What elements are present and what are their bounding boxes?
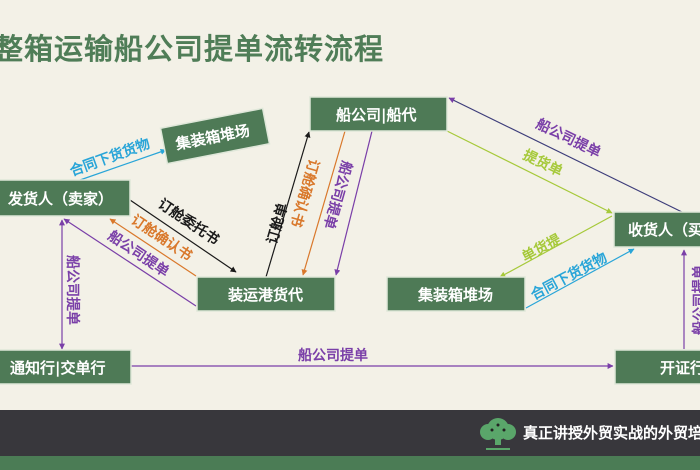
label-bl-bank-to-bank: 船公司提单: [298, 347, 368, 364]
flow-diagram: 合同下货货物 订舱委托书 订舱确认书 船公司提单 订舱单 订舱确认书 船公司提单…: [0, 96, 700, 385]
arrow-booking-confirm-to-shipper: [109, 218, 197, 277]
tree-logo-icon: [480, 418, 516, 450]
arrow-bl-consignee-carrier: [448, 97, 683, 213]
node-forwarder: 装运港货代: [196, 276, 336, 312]
arrow-booking-note: [265, 131, 311, 278]
footer-slogan: 真正讲授外贸实战的外贸培训: [523, 424, 700, 442]
node-notify-bank: 通知行|交单行: [0, 349, 132, 385]
svg-text:发货人（卖家）: 发货人（卖家）: [7, 190, 113, 208]
footer: 真正讲授外贸实战的外贸培训: [0, 410, 700, 456]
node-consignee: 收货人（买家）: [613, 211, 700, 248]
label-delivery-order-to-yard: 单货提: [519, 230, 565, 265]
svg-text:开证行: 开证行: [660, 359, 700, 377]
node-yard-origin: 集装箱堆场: [159, 107, 271, 165]
svg-text:集装箱堆场: 集装箱堆场: [417, 286, 493, 304]
node-shipper: 发货人（卖家）: [0, 179, 131, 217]
label-booking-confirm-from-carrier: 订舱确认书: [287, 157, 323, 229]
label-shipper-to-yard: 合同下货货物: [68, 135, 153, 180]
arrow-shipper-to-yard: [79, 148, 167, 181]
footer-bar: [0, 456, 700, 470]
node-yard-dest: 集装箱堆场: [386, 276, 526, 312]
arrow-yard-to-consignee: [525, 248, 635, 309]
svg-text:通知行|交单行: 通知行|交单行: [10, 359, 105, 378]
node-carrier: 船公司|船代: [309, 96, 448, 132]
arrow-bl-to-shipper: [63, 218, 197, 307]
arrow-bl-from-carrier: [334, 130, 373, 276]
page-title: 整箱运输船公司提单流转流程: [0, 32, 385, 66]
svg-text:收货人（买家）: 收货人（买家）: [628, 221, 700, 239]
svg-text:船公司|船代: 船公司|船代: [336, 106, 416, 125]
label-bl-bank-to-consignee: 船公司提单: [691, 265, 700, 335]
arrow-booking-request: [129, 199, 237, 273]
label-bl-shipper-bank: 船公司提单: [64, 255, 81, 325]
arrow-booking-confirm-from-carrier: [301, 130, 346, 276]
arrow-delivery-order: [446, 130, 613, 214]
node-issuing-bank: 开证行: [614, 349, 700, 385]
arrow-delivery-order-to-yard: [499, 215, 613, 278]
svg-text:装运港货代: 装运港货代: [227, 286, 303, 304]
